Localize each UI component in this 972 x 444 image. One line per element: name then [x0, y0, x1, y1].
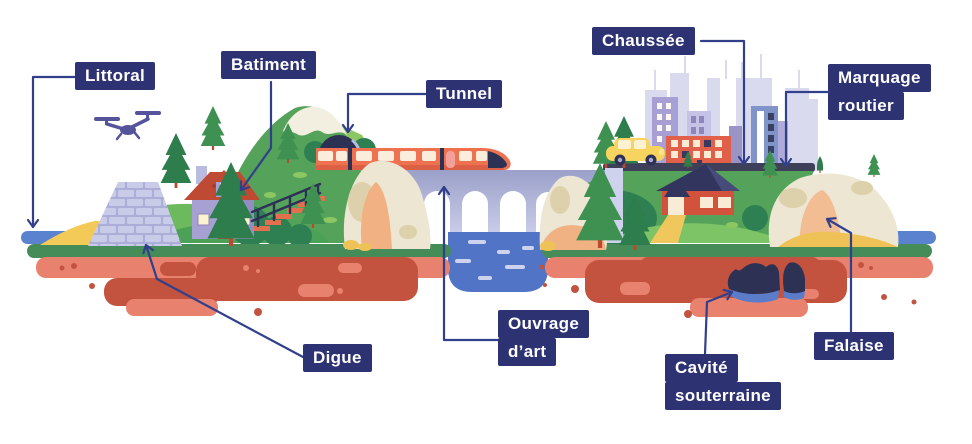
cliff-falaise — [768, 173, 899, 247]
foreground-red-building — [666, 136, 731, 167]
dike — [88, 182, 182, 246]
leader-cavite-souterraine — [703, 288, 734, 356]
cliff-sand — [778, 231, 898, 247]
leader-ouvrage-dart — [437, 185, 500, 342]
leader-falaise — [825, 217, 853, 334]
rocks-left-bank — [343, 160, 431, 251]
leader-littoral — [26, 75, 77, 229]
door — [668, 195, 684, 215]
train-windshield — [488, 151, 507, 168]
label-tunnel: Tunnel — [426, 80, 503, 108]
city-skyline — [645, 54, 818, 171]
label-chaussee: Chaussée — [592, 27, 695, 55]
label-littoral: Littoral — [75, 62, 156, 90]
drone-icon — [94, 111, 161, 141]
snow-cap — [283, 106, 347, 136]
leader-batiment — [239, 80, 273, 192]
car-icon — [606, 138, 665, 166]
grass-strip-right — [542, 244, 932, 258]
leader-marquage-routier — [779, 90, 830, 168]
label-digue: Digue — [303, 344, 372, 372]
label-ouvrage-dart: Ouvrage d’art — [498, 310, 590, 366]
soil-cross-section-right — [539, 257, 933, 318]
leader-tunnel — [341, 92, 428, 134]
label-cavite-souterraine: Cavité souterraine — [665, 354, 781, 410]
river — [448, 232, 548, 292]
yard-path — [650, 215, 686, 243]
soil-cross-section-left — [36, 257, 450, 316]
leader-chaussee — [699, 39, 751, 166]
label-batiment: Batiment — [221, 51, 317, 79]
train-door — [446, 151, 455, 168]
underground-cavity — [727, 262, 805, 303]
label-marquage-routier: Marquage routier — [828, 64, 931, 120]
train-icon — [316, 148, 511, 170]
leader-digue — [142, 243, 305, 359]
label-falaise: Falaise — [814, 332, 894, 360]
house-right — [650, 164, 740, 243]
